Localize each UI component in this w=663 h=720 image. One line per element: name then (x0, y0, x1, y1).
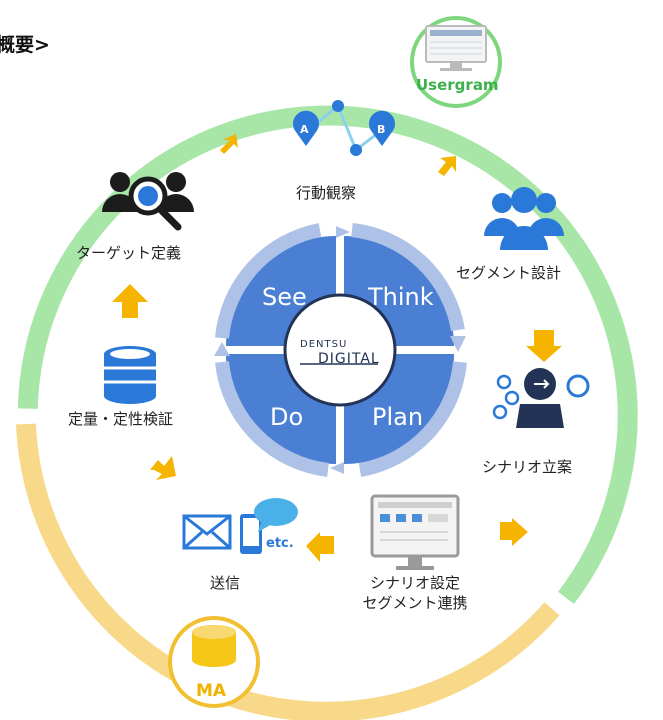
logo-top-text: DENTSU (300, 339, 348, 350)
phone-icon (240, 514, 262, 554)
cycle-arrowheads (214, 226, 466, 474)
path-a-letter: A (300, 123, 309, 136)
database-icon (104, 346, 156, 404)
cycle-arrows (215, 223, 467, 477)
logo-bottom-text: DIGITAL (318, 351, 380, 367)
label-think: Think (368, 283, 434, 311)
path-b-letter: B (377, 123, 386, 136)
idea-person-icon (492, 368, 590, 428)
chat-bubble-icon (254, 498, 298, 532)
step-setup-line1: シナリオ設定 (369, 574, 460, 592)
label-see: See (262, 283, 307, 311)
yellow-ring (16, 423, 560, 720)
logo-circle (283, 293, 397, 407)
green-ring (17, 105, 638, 604)
step-verify: 定量・定性検証 (68, 410, 174, 428)
step-scenario: シナリオ立案 (482, 458, 573, 476)
step-segment: セグメント設計 (456, 264, 562, 282)
step-setup-line2: セグメント連携 (362, 593, 468, 612)
settings-monitor-icon (370, 494, 460, 570)
usergram-label: Usergram (416, 76, 499, 94)
page-title: 概要> (0, 34, 50, 56)
etc-label: etc. (266, 536, 294, 551)
step-observe: 行動観察 (296, 184, 357, 202)
search-users-icon (102, 172, 194, 231)
label-plan: Plan (372, 403, 424, 431)
mail-icon (182, 514, 232, 550)
step-target: ターゲット定義 (76, 244, 182, 262)
step-setup: シナリオ設定 セグメント連携 (348, 574, 482, 613)
group-icon (484, 187, 564, 250)
ma-label: MA (196, 681, 227, 701)
step-arrows (112, 134, 562, 562)
path-icon (293, 100, 396, 156)
label-do: Do (270, 403, 304, 431)
step-send: 送信 (210, 574, 241, 592)
